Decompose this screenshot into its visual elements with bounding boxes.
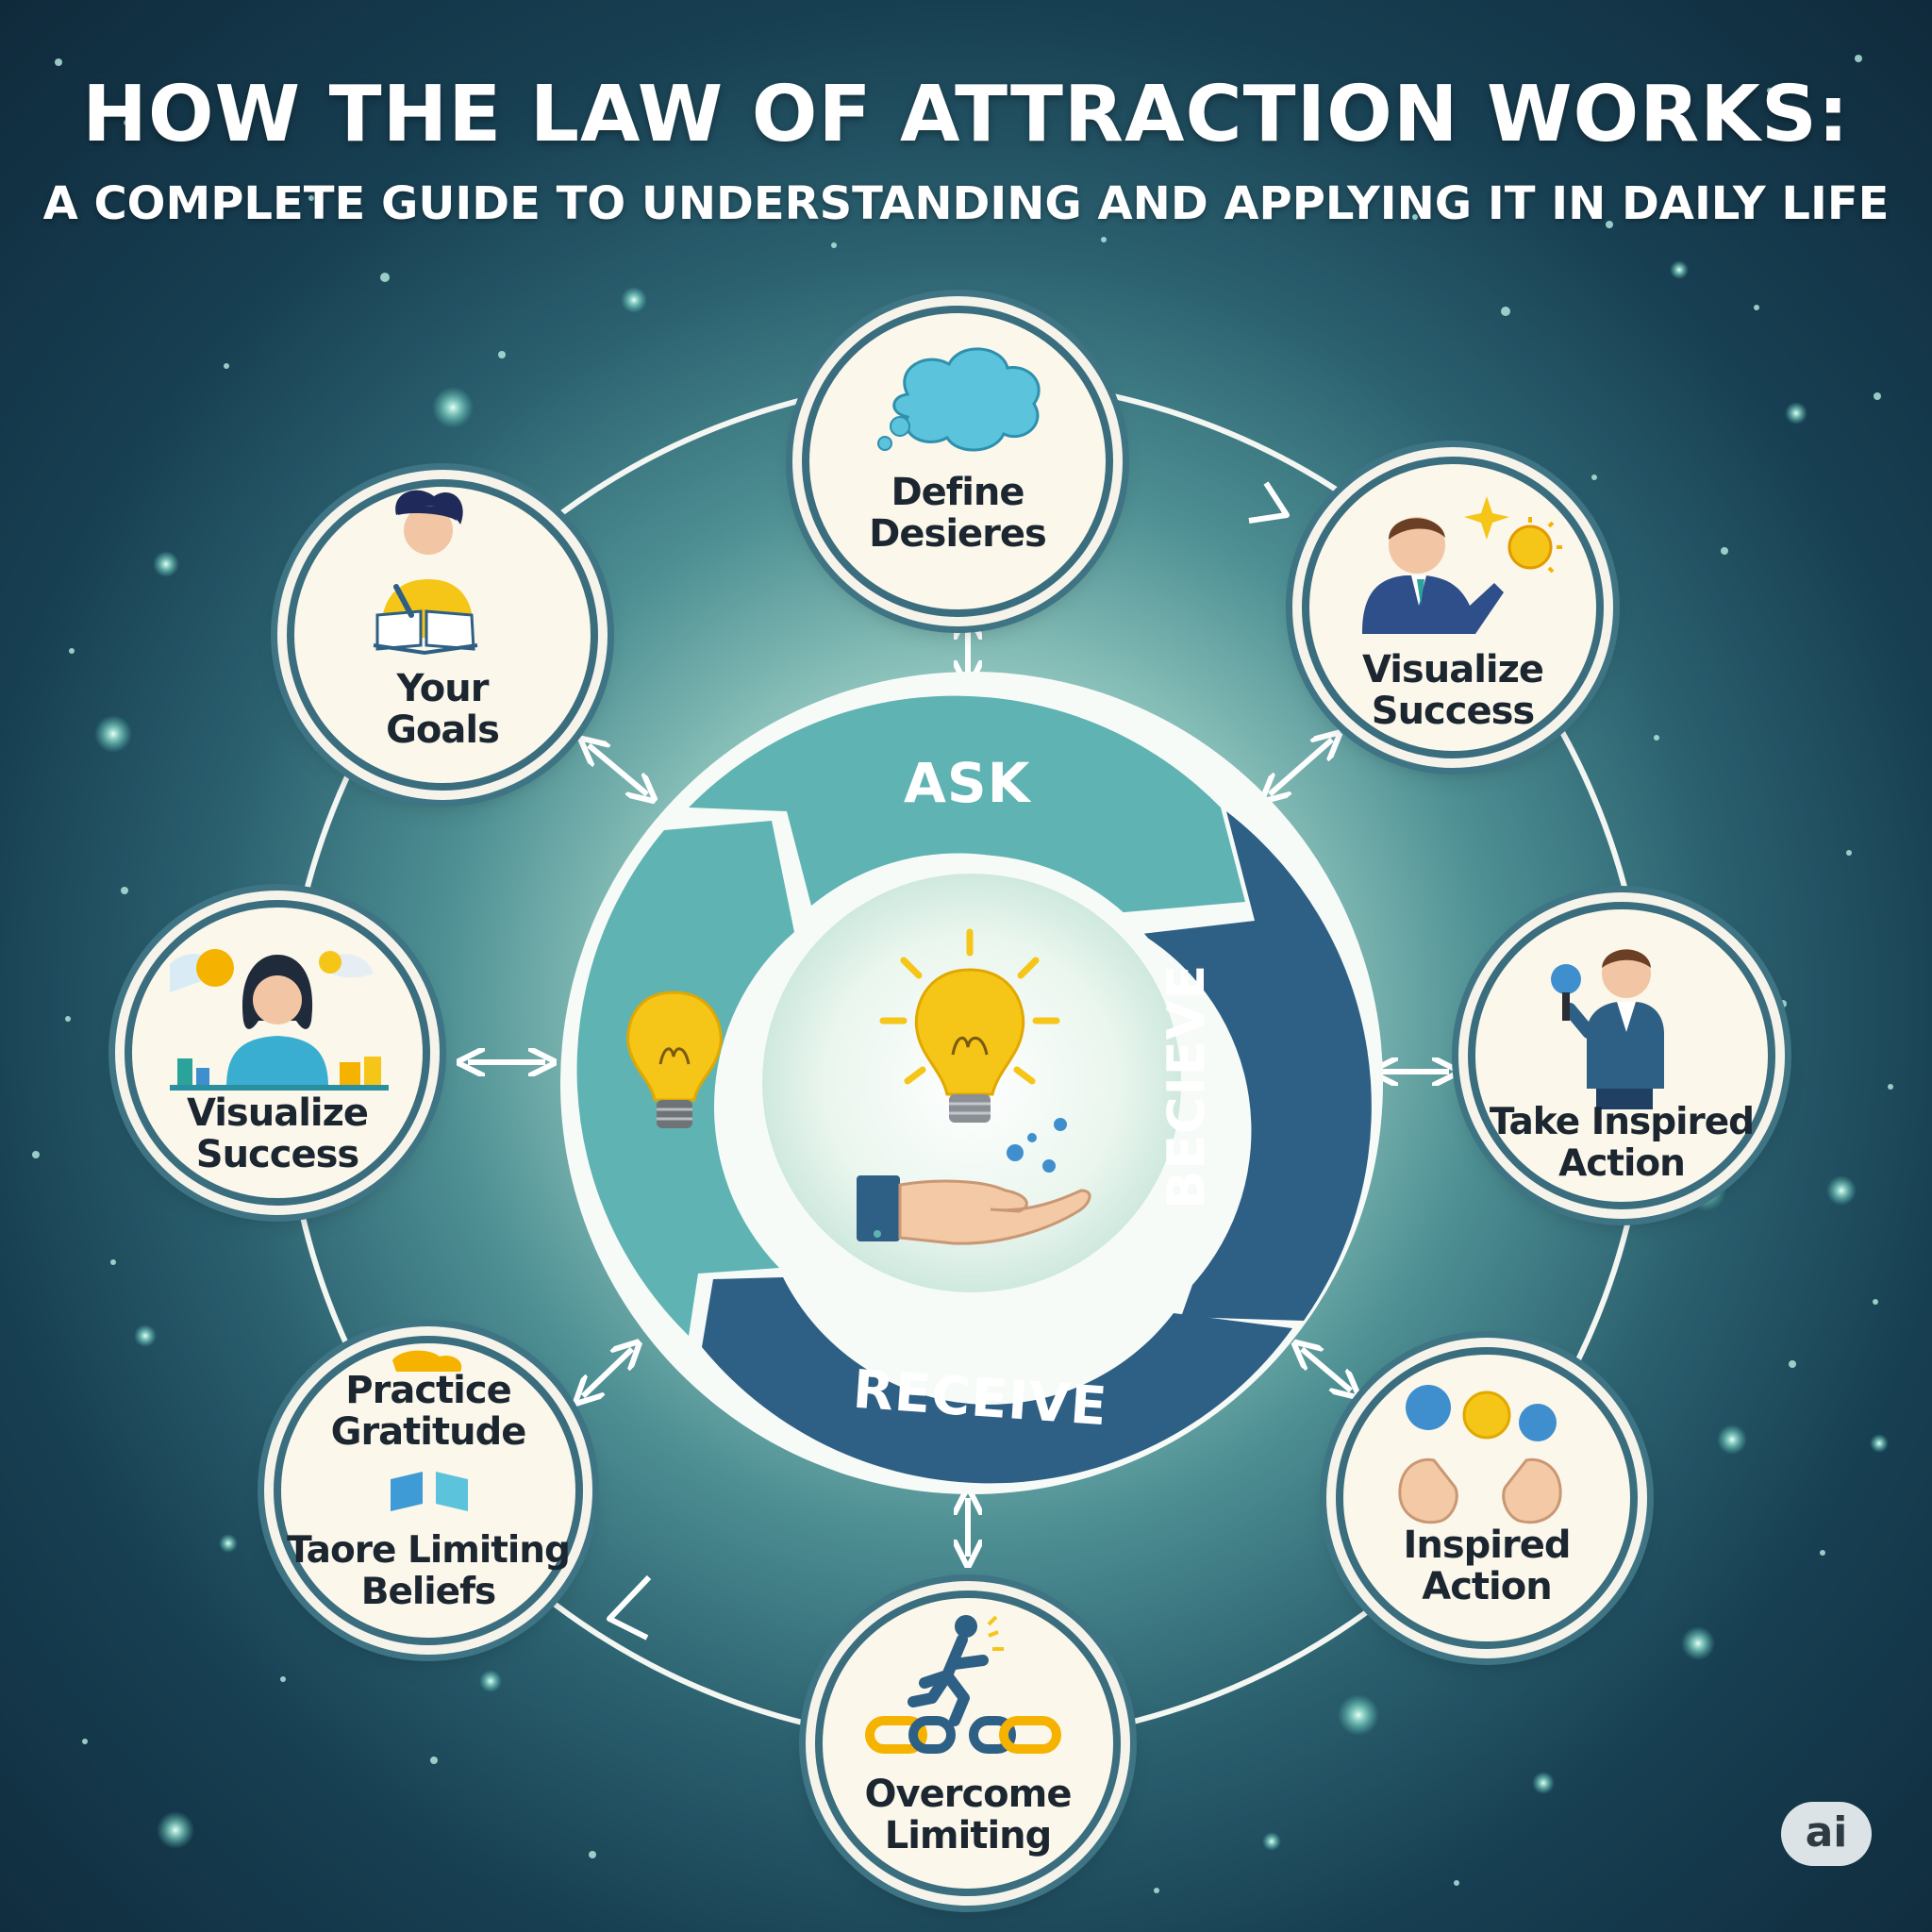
node-label: Taore Limiting Beliefs <box>281 1530 575 1613</box>
node-label-line: Success <box>1371 690 1535 733</box>
hands-icon <box>391 1350 468 1511</box>
node-label-line: Action <box>1558 1142 1686 1185</box>
open-hands-icon <box>1398 1385 1562 1524</box>
page-title: HOW THE LAW OF ATTRACTION WORKS: <box>82 70 1850 159</box>
node-label-line: Visualize <box>186 1091 369 1135</box>
node-your-goals[interactable]: Your Goals <box>287 479 598 791</box>
node-label: Define Desieres <box>809 472 1106 555</box>
node-label: Practice Gratitude <box>281 1370 575 1453</box>
node-label-line: Desieres <box>869 512 1047 556</box>
node-label: Your Goals <box>294 668 591 751</box>
segment-receive <box>702 1277 1292 1484</box>
node-label-line: Your <box>396 667 490 710</box>
node-label-line: Taore Limiting <box>287 1529 571 1572</box>
double-arrow-icon <box>1302 1349 1351 1391</box>
node-label-line: Success <box>195 1133 359 1176</box>
thought-cloud-icon <box>877 347 1041 452</box>
segment-ask <box>689 695 1245 913</box>
double-arrow-icon <box>583 1349 632 1396</box>
node-label-line: Beliefs <box>360 1571 497 1613</box>
woman-writing-icon <box>373 490 478 656</box>
center-lightbulb-icon <box>879 928 1060 1123</box>
node-label-line: Gratitude <box>330 1410 527 1454</box>
node-label-line: Inspired <box>1403 1524 1572 1567</box>
node-label: Inspired Action <box>1343 1524 1630 1607</box>
node-visualize-success-top[interactable]: Visualize Success <box>1302 457 1604 758</box>
open-hand-icon <box>857 1175 1091 1245</box>
node-label-line: Overcome <box>864 1773 1073 1816</box>
man-microphone-icon <box>1551 949 1664 1109</box>
small-lightbulb-icon <box>626 991 723 1128</box>
ring-arrow-left-icon <box>607 1574 652 1641</box>
node-practice-gratitude[interactable]: Practice Gratitude Taore Limiting Belief… <box>274 1336 583 1645</box>
node-label-line: Define <box>891 471 1024 514</box>
page-subtitle: A COMPLETE GUIDE TO UNDERSTANDING AND AP… <box>42 177 1890 230</box>
node-label-line: Limiting <box>884 1814 1053 1857</box>
node-label: Visualize Success <box>132 1092 423 1175</box>
node-label-line: Goals <box>386 708 500 752</box>
node-label-line: Action <box>1422 1565 1552 1608</box>
node-label: Overcome Limiting <box>823 1774 1113 1857</box>
woman-sunrise-icon <box>170 949 389 1091</box>
node-label-line: Practice <box>345 1369 511 1412</box>
node-overcome-limiting[interactable]: Overcome Limiting <box>815 1591 1121 1896</box>
node-visualize-success-left[interactable]: Visualize Success <box>125 900 430 1206</box>
double-arrow-icon <box>589 745 647 794</box>
ring-arrow-right-icon <box>1248 481 1290 524</box>
segment-label-ask: ASK <box>904 751 1031 815</box>
node-label-line: Take Inspired <box>1489 1101 1755 1143</box>
segment-label-believe: BECIEVE <box>1157 963 1216 1209</box>
segment-believe <box>1141 811 1372 1321</box>
node-label: Take Inspired Action <box>1475 1102 1768 1185</box>
businessman-star-icon <box>1362 496 1562 634</box>
running-broken-chain-icon <box>865 1615 1061 1754</box>
node-inspired-action[interactable]: Inspired Action <box>1336 1347 1638 1649</box>
ai-badge: ai <box>1781 1802 1872 1866</box>
double-arrow-icon <box>1270 740 1332 794</box>
sparkle-flower-icon <box>1007 1118 1067 1173</box>
node-take-inspired-action[interactable]: Take Inspired Action <box>1468 902 1775 1209</box>
node-define-desires[interactable]: Define Desieres <box>802 306 1113 617</box>
node-label: Visualize Success <box>1309 649 1596 732</box>
node-label-line: Visualize <box>1361 648 1544 691</box>
